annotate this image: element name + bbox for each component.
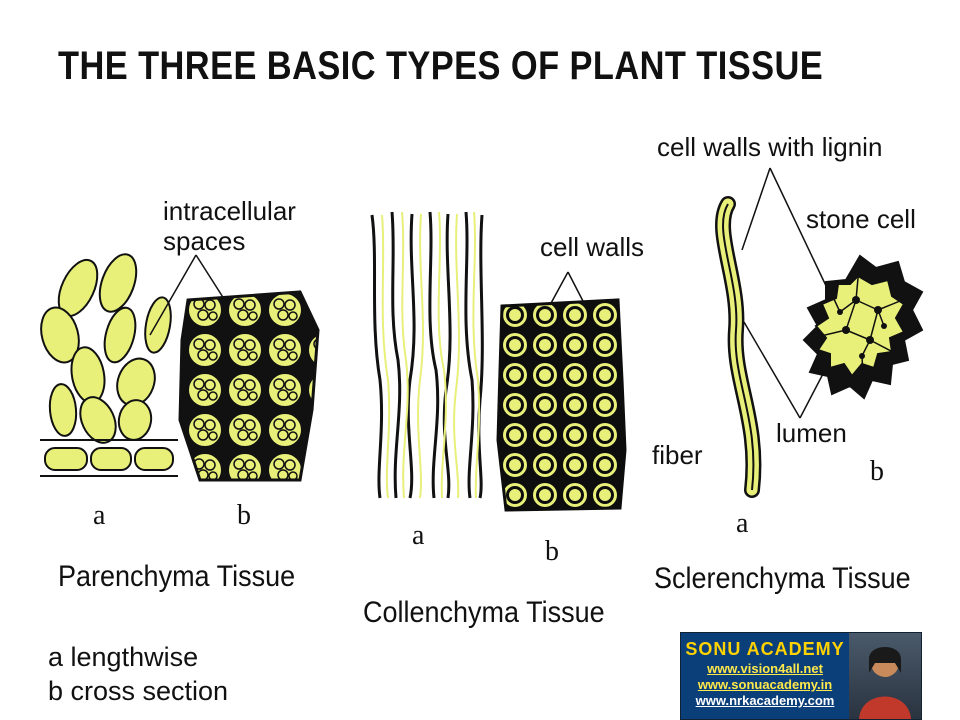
fiber-label: fiber (652, 440, 703, 470)
lumen-label: lumen (776, 418, 847, 448)
sonu-academy-logo: SONU ACADEMY www.vision4all.net www.sonu… (680, 632, 922, 720)
parenchyma-lengthwise-drawing (40, 253, 174, 471)
sclerenchyma-fiber-drawing (715, 196, 762, 498)
stone-cell-label: stone cell (806, 204, 916, 234)
sclerenchyma-a-label: a (736, 508, 749, 539)
cell-walls-lignin-label: cell walls with lignin (657, 132, 883, 162)
collenchyma-a-label: a (412, 520, 425, 551)
sclerenchyma-stone-cell-drawing (802, 254, 924, 400)
collenchyma-cross-section-drawing (496, 298, 627, 512)
parenchyma-caption: Parenchyma Tissue (58, 560, 296, 593)
parenchyma-b-label: b (237, 500, 251, 531)
legend-line-cross-section: b cross section (48, 676, 229, 706)
intracellular-spaces-label: intracellular spaces (163, 196, 296, 256)
parenchyma-a-label: a (93, 500, 106, 531)
legend: a lengthwise b cross section (48, 640, 228, 708)
logo-name: SONU ACADEMY (685, 639, 845, 659)
sclerenchyma-b-label: b (870, 456, 884, 487)
cell-walls-label: cell walls (540, 232, 645, 262)
presenter-photo (849, 633, 921, 719)
logo-url-nrkacademy: www.nrkacademy.com (695, 693, 835, 708)
sclerenchyma-caption: Sclerenchyma Tissue (654, 562, 911, 595)
collenchyma-lengthwise-drawing (370, 210, 484, 500)
logo-url-sonuacademy: www.sonuacademy.in (697, 677, 833, 692)
collenchyma-b-label: b (545, 536, 559, 567)
page-title: THE THREE BASIC TYPES OF PLANT TISSUE (58, 44, 824, 88)
logo-url-vision4all: www.vision4all.net (707, 661, 823, 676)
legend-line-lengthwise: a lengthwise (48, 642, 199, 672)
collenchyma-caption: Collenchyma Tissue (363, 596, 605, 629)
parenchyma-cross-section-drawing (178, 290, 320, 482)
